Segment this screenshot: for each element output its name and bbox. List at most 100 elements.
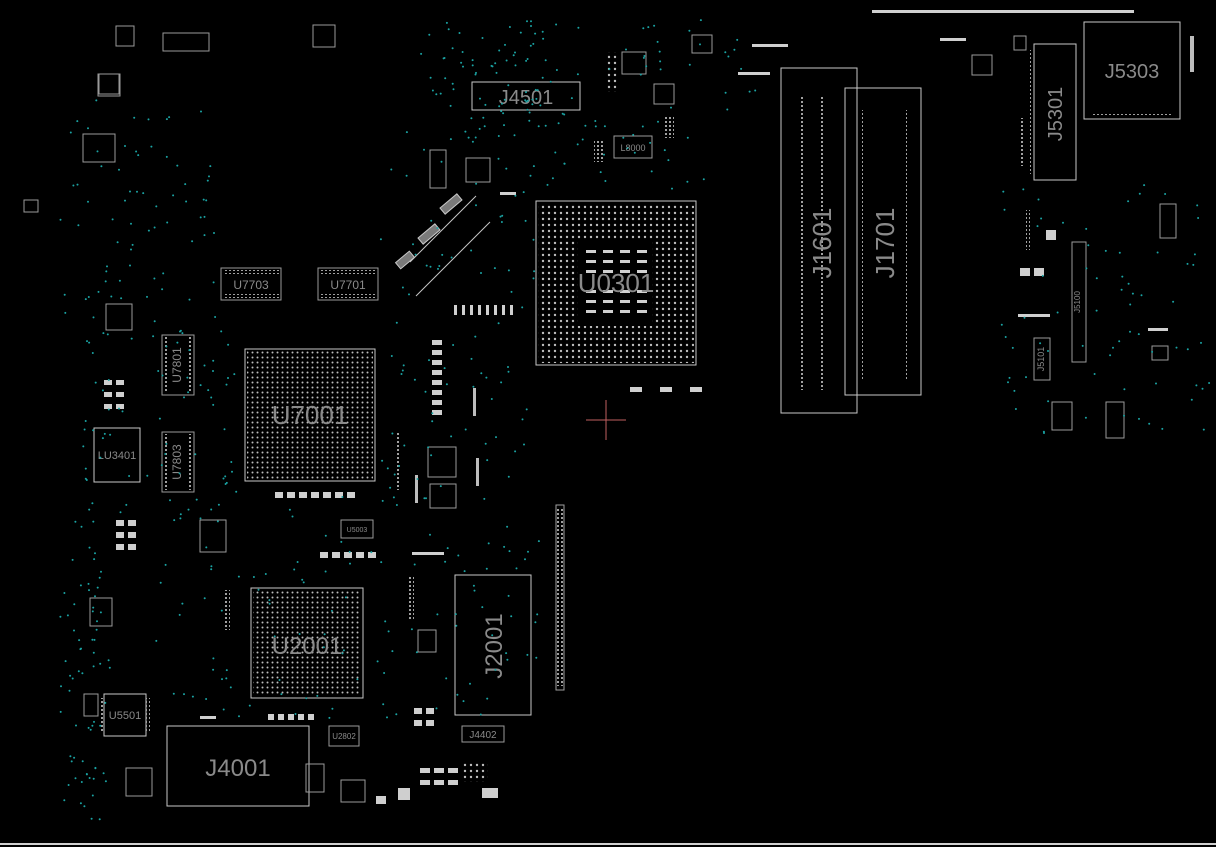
- via: [96, 586, 99, 589]
- via: [464, 130, 467, 133]
- via: [1138, 417, 1140, 420]
- via: [1000, 323, 1003, 326]
- via: [1039, 342, 1042, 345]
- via: [370, 551, 373, 554]
- via: [414, 253, 417, 256]
- component-lu3401[interactable]: LU3401: [93, 427, 141, 483]
- component-j1701[interactable]: J1701: [844, 87, 922, 396]
- via: [137, 154, 140, 157]
- via: [497, 135, 500, 137]
- via: [430, 219, 433, 222]
- via: [510, 290, 513, 293]
- via: [412, 243, 414, 246]
- via: [210, 568, 213, 571]
- via: [443, 57, 446, 59]
- via: [532, 277, 535, 280]
- via: [159, 581, 162, 584]
- via: [1109, 354, 1112, 357]
- via: [699, 19, 702, 22]
- via: [64, 311, 67, 314]
- via: [85, 479, 88, 481]
- via: [503, 545, 506, 548]
- cursor-crosshair: [586, 400, 626, 440]
- via: [147, 229, 150, 232]
- via: [99, 611, 102, 614]
- u7801-label: U7801: [170, 347, 184, 383]
- component-j4001[interactable]: J4001: [166, 725, 310, 807]
- component-j1601[interactable]: J1601: [780, 67, 858, 414]
- via: [541, 30, 544, 33]
- via: [1011, 346, 1014, 349]
- via: [183, 693, 185, 696]
- j5301-label: J5301: [1045, 87, 1067, 142]
- via: [93, 720, 95, 723]
- via: [155, 205, 158, 208]
- via: [727, 55, 730, 58]
- via: [576, 143, 579, 146]
- via: [1023, 316, 1026, 319]
- component-j5100[interactable]: J5100: [1071, 241, 1087, 363]
- via: [206, 179, 209, 182]
- via: [392, 496, 395, 499]
- component-u2001[interactable]: U2001: [250, 587, 364, 699]
- diagonal-parts: [394, 193, 491, 297]
- via: [398, 465, 401, 467]
- component-u7001[interactable]: U7001: [244, 348, 376, 482]
- via: [205, 546, 208, 549]
- via: [291, 515, 294, 518]
- via: [507, 594, 510, 597]
- component-j2001[interactable]: J2001: [454, 574, 532, 716]
- via: [191, 695, 194, 698]
- via: [213, 232, 215, 234]
- via: [146, 474, 149, 477]
- component-u5501[interactable]: U5501: [100, 693, 150, 737]
- via: [663, 149, 666, 152]
- via: [415, 651, 418, 654]
- via: [99, 662, 102, 665]
- component-u0301[interactable]: U0301: [535, 200, 697, 366]
- via: [535, 656, 538, 659]
- via: [537, 540, 540, 543]
- via: [76, 120, 79, 123]
- via: [380, 561, 383, 564]
- j4402-label: J4402: [469, 730, 497, 741]
- component-u2802[interactable]: U2802: [328, 725, 360, 747]
- component-u5003[interactable]: U5003: [340, 519, 374, 539]
- via: [68, 689, 71, 692]
- component-j4501[interactable]: J4501: [471, 81, 581, 111]
- via: [91, 794, 94, 797]
- component-u7803[interactable]: U7803: [161, 431, 195, 493]
- via: [748, 90, 751, 93]
- via: [64, 660, 67, 663]
- via: [179, 517, 182, 520]
- via: [1127, 282, 1130, 285]
- via: [451, 82, 454, 85]
- via: [425, 497, 427, 500]
- component-j5101[interactable]: J5101: [1033, 337, 1051, 381]
- component-u7701[interactable]: U7701: [317, 267, 379, 301]
- via: [1175, 346, 1178, 349]
- component-l8000[interactable]: L8000: [613, 135, 653, 159]
- component-j5301[interactable]: J5301: [1030, 43, 1077, 181]
- via: [536, 613, 539, 616]
- component-u7801[interactable]: U7801: [161, 334, 195, 396]
- via: [1129, 330, 1131, 333]
- via: [71, 558, 74, 561]
- component-j4402[interactable]: J4402: [461, 725, 505, 743]
- via: [107, 659, 110, 662]
- via: [500, 110, 503, 113]
- via: [429, 76, 432, 79]
- via: [92, 651, 95, 654]
- j2001-label: J2001: [481, 613, 508, 678]
- via: [330, 609, 333, 612]
- component-j5303[interactable]: J5303: [1083, 21, 1181, 120]
- via: [754, 89, 757, 92]
- via: [152, 335, 155, 338]
- via: [544, 124, 547, 127]
- via: [302, 581, 305, 584]
- via: [659, 60, 662, 63]
- component-u7703[interactable]: U7703: [220, 267, 282, 301]
- via: [498, 49, 501, 52]
- via: [104, 780, 107, 783]
- via: [428, 359, 430, 362]
